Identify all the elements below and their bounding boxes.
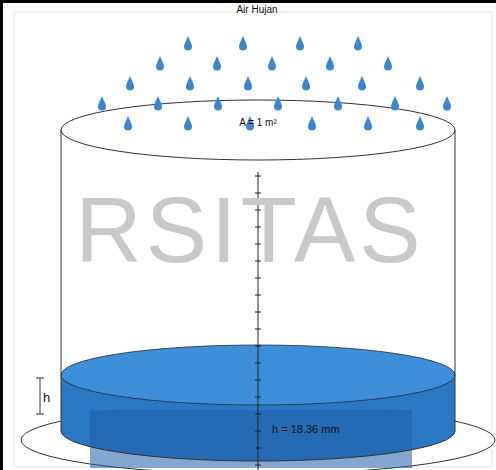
frame-inner [14,12,492,467]
frame-top [0,0,496,3]
raindrops [98,36,451,131]
area-label: A = 1 m² [239,117,277,128]
cylinder-side-right [455,130,456,431]
frame-left [0,0,3,470]
height-bracket [36,378,44,414]
height-value: h = 18.36 mm [272,423,340,435]
watermark: RSITAS [75,178,424,283]
label-band [90,410,412,468]
cylinder-side-left [61,130,62,431]
title: Air Hujan [236,4,277,15]
height-symbol: h [43,391,50,405]
